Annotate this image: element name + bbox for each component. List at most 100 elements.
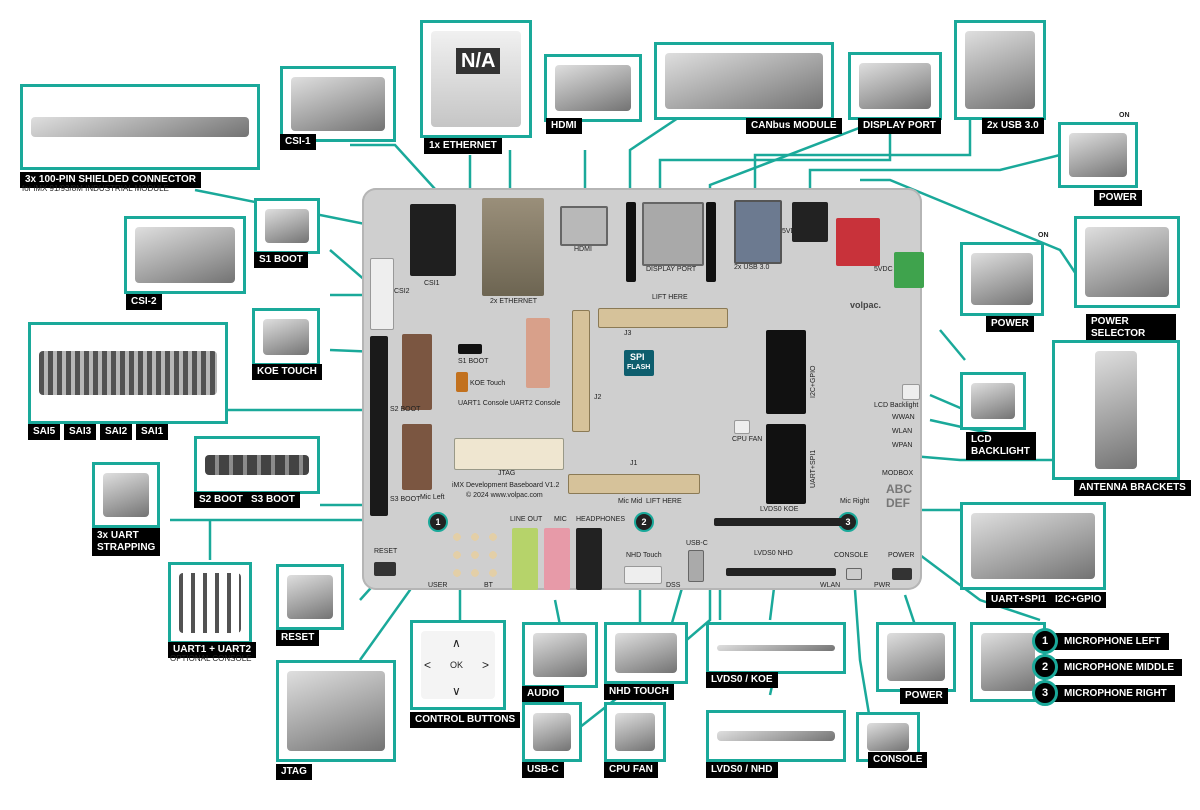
reset-image-box <box>276 564 344 630</box>
sai-header <box>370 336 388 516</box>
lvdsnhd-image-box <box>706 710 846 762</box>
silk-eth2: 2x ETHERNET <box>490 298 538 305</box>
silk-wwan: WWAN <box>892 414 915 421</box>
csi1-label: CSI-1 <box>280 134 316 150</box>
silk-dp: DISPLAY PORT <box>646 266 697 273</box>
power-jack <box>792 202 828 242</box>
legend-num-3: 3 <box>1032 680 1058 706</box>
sai5-label: SAI5 <box>28 424 61 440</box>
koetouch-label: KOE TOUCH <box>252 364 322 380</box>
s3-boot-switches <box>402 424 432 490</box>
silk-uartspi1: UART+SPI1 <box>810 449 817 488</box>
cpufan-image-box <box>604 702 666 762</box>
user-buttons <box>448 528 504 578</box>
lvds-koe-connector <box>714 518 844 526</box>
na-label: N/A <box>456 48 501 74</box>
legend-row-2: 2 MICROPHONE MIDDLE <box>1032 654 1182 680</box>
key-ok: OK <box>450 660 464 670</box>
silk-nhdtouch: NHD Touch <box>626 552 662 559</box>
silk-headphones: HEADPHONES <box>576 516 626 523</box>
silk-def: DEF <box>886 496 910 510</box>
displayport-label: DISPLAY PORT <box>858 118 941 134</box>
audio-image-box <box>522 622 598 688</box>
canbus-image-box <box>654 42 834 120</box>
csi2-image-box <box>124 216 246 294</box>
j3-connector <box>598 308 728 328</box>
lcdbacklight-image-box <box>960 372 1026 430</box>
j2-connector <box>572 310 590 432</box>
on-label-mid: ON <box>1038 232 1049 239</box>
silk-reset: RESET <box>374 548 398 555</box>
key-right: > <box>482 658 490 672</box>
s2-boot-switches <box>402 334 432 410</box>
cpufan-label: CPU FAN <box>604 762 658 778</box>
controlbuttons-image-box <box>410 620 506 710</box>
legend-text-3: MICROPHONE RIGHT <box>1054 684 1175 702</box>
console-label: CONSOLE <box>868 752 928 768</box>
i2c-gpio-header <box>766 330 806 414</box>
legend-text-1: MICROPHONE LEFT <box>1054 632 1169 650</box>
power-bottom-label: POWER <box>900 688 948 704</box>
legend-num-2: 2 <box>1032 654 1058 680</box>
s1-boot-switch <box>458 344 482 354</box>
s1boot-label: S1 BOOT <box>254 252 308 268</box>
baseboard-pcb: CSI1 2x ETHERNET HDMI DISPLAY PORT 2x US… <box>362 188 924 590</box>
silk-lineout: LINE OUT <box>510 516 543 523</box>
ethernet-label: 1x ETHERNET <box>424 138 502 154</box>
reset-button <box>374 562 396 576</box>
lvdskoe-label: LVDS0 / KOE <box>706 672 778 688</box>
silk-pwr: PWR <box>874 582 891 589</box>
j1-connector <box>568 474 700 494</box>
csi1-connector <box>410 204 456 276</box>
jtag-image-box <box>276 660 396 762</box>
silk-j1: J1 <box>630 460 638 467</box>
silk-koetouch: KOE Touch <box>470 380 506 387</box>
silk-i2cgpio: I2C+GPIO <box>810 365 817 398</box>
silk-copyright: © 2024 www.volpac.com <box>466 492 543 499</box>
key-up: ∧ <box>452 636 461 650</box>
silk-5vdc-right: 5VDC <box>874 266 893 273</box>
silk-s3boot: S3 BOOT <box>390 496 421 503</box>
spi-flash <box>624 350 654 376</box>
cpu-fan-connector <box>734 420 750 434</box>
silk-volpac: volpac. <box>850 300 882 310</box>
sai3-label: SAI3 <box>64 424 97 440</box>
power-selector <box>836 218 880 266</box>
lvdsnhd-label: LVDS0 / NHD <box>706 762 778 778</box>
power-button <box>892 568 912 580</box>
key-left: < <box>424 658 432 672</box>
legend-num-1: 1 <box>1032 628 1058 654</box>
silk-micmid: Mic Mid <box>618 498 643 505</box>
canbus-label: CANbus MODULE <box>746 118 842 134</box>
shielded-image-box <box>20 84 260 170</box>
gpio-header-left <box>626 202 636 282</box>
silk-lifthere-bottom: LIFT HERE <box>646 498 682 505</box>
silk-bt: BT <box>484 582 493 589</box>
uart-spi1-header <box>766 424 806 504</box>
silk-title: iMX Development Baseboard V1.2 <box>452 482 560 489</box>
silk-dss: DSS <box>666 582 681 589</box>
ethernet-image-box <box>420 20 532 138</box>
silk-wpan: WPAN <box>892 442 913 449</box>
silk-abc: ABC <box>886 482 912 496</box>
sai2-label: SAI2 <box>100 424 133 440</box>
lvds-nhd-connector <box>726 568 836 576</box>
shielded-label: 3x 100-PIN SHIELDED CONNECTOR <box>20 172 201 188</box>
antenna-label: ANTENNA BRACKETS <box>1074 480 1191 496</box>
nhdtouch-label: NHD TOUCH <box>604 684 674 700</box>
usb3-image-box <box>954 20 1046 120</box>
silk-user: USER <box>428 582 448 589</box>
uartspi-image-box <box>960 502 1106 590</box>
silk-flash: FLASH <box>627 364 651 371</box>
shielded-sublabel: for iMX 91/93/8M INDUSTRIAL MODULE <box>22 184 169 193</box>
power-top-image-box <box>1058 122 1138 188</box>
s2boot-label: S2 BOOT <box>194 492 248 508</box>
power-bottom-image-box <box>876 622 956 692</box>
silk-modbox: MODBOX <box>882 470 914 477</box>
i2cgpio-label: I2C+GPIO <box>1050 592 1107 608</box>
silk-power: POWER <box>888 552 915 559</box>
uartspi-label: UART+SPI1 <box>986 592 1052 608</box>
power-mid-label: POWER <box>986 316 1034 332</box>
on-label-top: ON <box>1119 112 1130 119</box>
jtag-header <box>454 438 564 470</box>
